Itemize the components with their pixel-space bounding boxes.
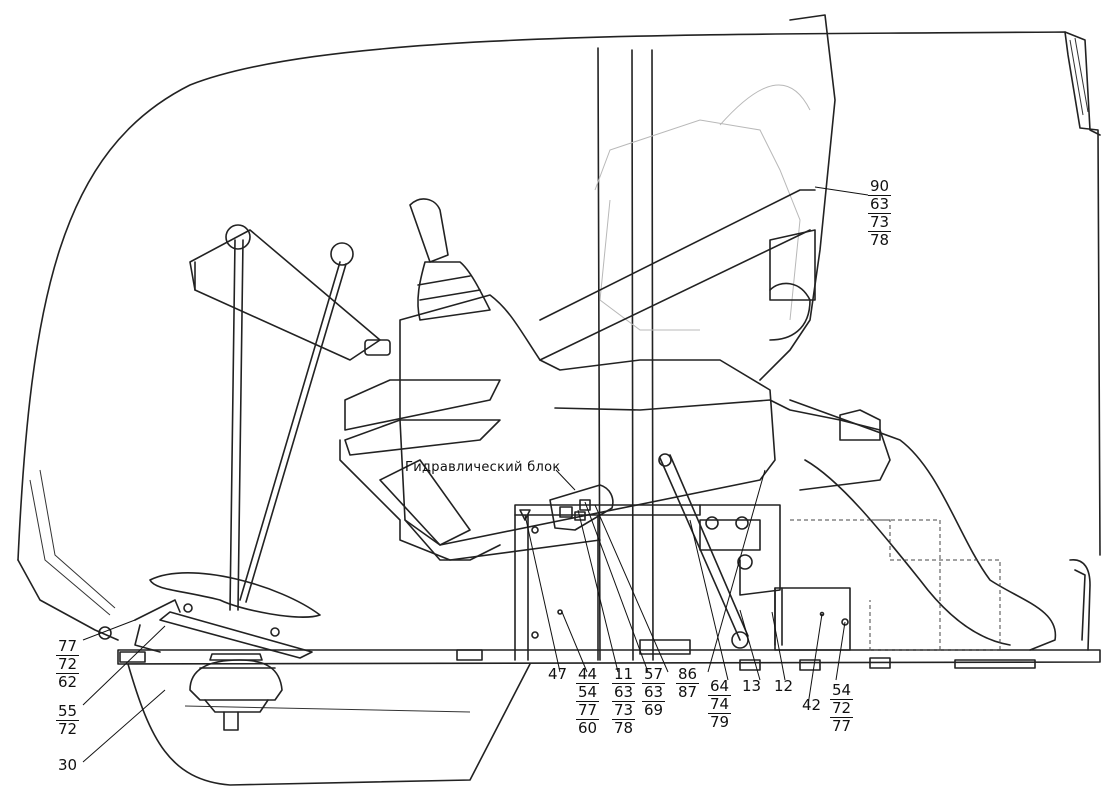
callout-77: 77 72 62 [56,637,80,691]
callout-line: 69 [644,701,664,719]
callout-line: 63 [642,683,666,702]
callout-57: 57 63 69 [642,665,666,719]
rear-fender [1069,559,1091,651]
callout-line: 42 [802,696,822,714]
callout-line: 62 [58,673,78,691]
callout-line: 77 [56,637,80,656]
callout-line: 57 [642,665,666,684]
callout-42: 42 [800,697,823,714]
cab-floor [117,649,1101,665]
callout-line: 72 [830,699,854,718]
callout-line: 30 [58,756,78,774]
callout-line: 77 [832,717,852,735]
gas-spring [659,454,749,641]
callout-line: 77 [576,701,600,720]
callout-line: 47 [548,665,568,683]
callout-47: 47 [546,666,569,683]
callout-line: 79 [710,713,730,731]
steering-wheel [149,572,321,618]
callout-line: 78 [614,719,634,737]
hydraulic-block [549,484,614,531]
seat-backrest [759,14,836,381]
callout-line: 63 [612,683,636,702]
callout-90: 90 63 73 78 [868,177,892,249]
callout-44: 44 54 77 60 [576,665,600,737]
callout-line: 54 [830,681,854,700]
callout-line: 11 [612,665,636,684]
callout-line: 55 [56,702,80,721]
callout-line: 60 [578,719,598,737]
callout-11: 11 63 73 78 [612,665,636,737]
callout-line: 78 [870,231,890,249]
callout-12: 12 [772,678,795,695]
callout-line: 73 [612,701,636,720]
lever-left [229,239,244,611]
floor-plate [159,611,313,659]
callout-line: 72 [56,655,80,674]
cab-shell [17,31,1101,561]
seat-base [399,294,776,546]
callout-line: 44 [576,665,600,684]
callout-line: 64 [708,677,732,696]
steering-column [189,659,283,701]
callout-line: 90 [868,177,892,196]
seat-suspension [699,504,781,596]
callout-line: 86 [676,665,700,684]
callout-30: 30 [56,757,79,774]
callout-line: 87 [678,683,698,701]
joystick [409,198,449,263]
callout-line: 54 [576,683,600,702]
support-bracket [514,504,701,516]
callout-line: 13 [742,677,762,695]
callout-86: 86 87 [676,665,700,701]
callout-64: 64 74 79 [708,677,732,731]
callout-line: 72 [58,720,78,738]
callout-54: 54 72 77 [830,681,854,735]
hydraulic-block-caption: Гидравлический блок [405,460,561,475]
cab-front-lower [17,559,119,641]
window-post [597,47,654,661]
lever-right [239,261,347,603]
callout-55: 55 72 [56,702,80,738]
callout-line: 12 [774,677,794,695]
callout-line: 63 [868,195,892,214]
under-floor-housing [127,663,531,786]
battery-box [774,587,851,651]
callout-13: 13 [740,678,763,695]
callout-line: 74 [708,695,732,714]
callout-line: 73 [868,213,892,232]
cab-rear-post [1064,31,1101,556]
